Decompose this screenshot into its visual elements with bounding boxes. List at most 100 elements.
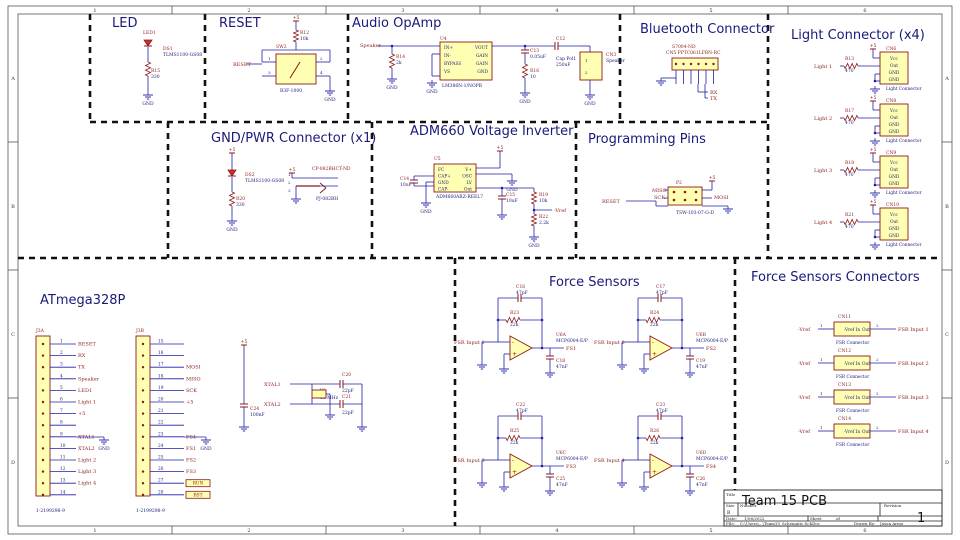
led-icon	[143, 39, 153, 47]
led-part: TLMS1100-GS08	[163, 52, 202, 58]
title-block-label: Revision	[884, 503, 902, 508]
atmega-pin-dot	[41, 493, 45, 496]
force-part: MCP6004-E/P	[696, 456, 728, 462]
gnd-label: GND	[519, 99, 531, 105]
fc-connector-label: FSR Connector	[836, 443, 870, 448]
fc-pin-number: 1	[820, 323, 823, 328]
atmega-pin-dot	[41, 447, 45, 450]
inv-r22-ref: R22	[539, 214, 548, 220]
atmega-pin-dot	[41, 366, 45, 369]
reset-pin: 3	[268, 70, 271, 75]
force-r-val: 22k	[650, 322, 659, 328]
atmega-pin-number: 2	[60, 351, 63, 356]
pwr-jack-pin: 1	[288, 172, 291, 177]
audio-c12-val: 250uF	[556, 62, 571, 68]
inv-c15-val: 10uF	[506, 198, 518, 204]
force-r-ref: R24	[650, 310, 659, 316]
vcc-label: +5	[709, 175, 716, 181]
force-feedback-resistor	[645, 434, 661, 442]
audio-cn-label: Speaker	[606, 58, 626, 64]
force-fsr-net: FSR Input 1	[454, 340, 485, 346]
title-block-label: File:	[726, 521, 735, 526]
force-cfb-ref: C17	[656, 284, 665, 290]
reset-switch-contact	[289, 61, 301, 79]
prog-part: TSW-103-07-G-D	[676, 210, 714, 216]
reset-pullup-resistor	[292, 29, 300, 43]
force-part: MCP6004-E/P	[696, 338, 728, 344]
atmega-pin-dot	[141, 493, 145, 496]
audio-cn-pin: 2	[585, 70, 588, 75]
fc-pin-out: Out	[862, 430, 870, 435]
light-cn-ref: CN6	[886, 46, 896, 52]
atmega-pin-net: +5	[78, 411, 85, 417]
force-cfb-ref: C23	[656, 402, 665, 408]
light-connector-body	[879, 51, 909, 85]
atmega-pin-dot	[141, 447, 145, 450]
vcc-label: +5	[870, 43, 877, 49]
audio-cn-pin: 1	[585, 58, 588, 63]
audio-r16-val: 10	[530, 74, 536, 80]
fc-connector-label: FSR Connector	[836, 409, 870, 414]
gnd-label: GND	[528, 243, 540, 249]
light-pin-name: Out	[890, 64, 898, 69]
light-r-ref: R13	[845, 56, 854, 62]
title-block-label: Sheet	[810, 516, 822, 521]
atmega-pin-number: 21	[158, 409, 164, 414]
atmega-pin-number: 3	[60, 363, 63, 368]
opamp-plus-sign: +	[652, 351, 657, 358]
force-cout-ref: C18	[556, 358, 565, 364]
atmega-pin-number: 23	[158, 432, 164, 437]
force-cout-ref: C19	[696, 358, 705, 364]
gnd-label: GND	[386, 85, 398, 91]
bt-pin	[712, 62, 715, 66]
inv-c14-ref: C14	[400, 176, 409, 182]
led-designator: DS1	[163, 46, 173, 52]
atmega-pin-net: XTAL2	[78, 446, 95, 452]
force-fsr-net: FSR Input 4	[594, 458, 625, 464]
atmega-pin-number: 1	[60, 340, 63, 345]
pwr-r-val: 330	[236, 202, 245, 208]
atmega-pin-net: Light 4	[78, 481, 96, 487]
prog-sck-net: SCK	[654, 195, 665, 201]
border-col-label: 4	[555, 8, 558, 14]
xtal-c21-val: 22pF	[342, 410, 354, 416]
inv-pin-right: Out	[464, 188, 472, 193]
atmega-pin-dot	[141, 377, 145, 380]
junction-dot	[540, 318, 544, 322]
title-block-label: Date:	[726, 516, 737, 521]
inv-r19-val: 10k	[539, 198, 548, 204]
atmega-pin-dot	[141, 424, 145, 427]
border-col-label: 2	[247, 8, 250, 14]
light-net: Light 2	[814, 116, 832, 122]
bt-tx-net: TX	[710, 96, 717, 102]
audio-pin-left: BYPASS	[444, 62, 461, 67]
gnd-label: GND	[142, 101, 154, 107]
force-fs-net: FS3	[566, 464, 576, 470]
vcc-label: +5	[870, 199, 877, 205]
xtal1-net: XTAL1	[264, 382, 281, 388]
inv-pin-left: CAP+	[438, 175, 451, 180]
xtal-c20-val: 22pF	[342, 388, 354, 394]
border-row-label: D	[945, 460, 949, 466]
atmega-pin-net: RUN	[193, 482, 204, 487]
inv-part: ADM660ARZ-REEL7	[435, 194, 483, 200]
opamp-plus-sign: +	[652, 469, 657, 476]
force-r-val: 22k	[650, 440, 659, 446]
force-u-ref: U6A	[556, 332, 567, 338]
audio-pin-right: GND	[477, 70, 488, 75]
junction-dot	[873, 131, 877, 135]
light-net: Light 1	[814, 64, 832, 70]
force-feedback-resistor	[505, 316, 521, 324]
audio-c12-type: Cap Pol1	[556, 56, 576, 62]
bt-pin	[674, 62, 678, 66]
reset-net: RESET	[233, 62, 251, 68]
force-cfb-val: 47pF	[516, 408, 528, 414]
junction-dot	[873, 183, 877, 187]
title-block-revision: 1	[917, 511, 926, 526]
vcc-label: +5	[289, 167, 296, 173]
fc-cn-ref: CN11	[838, 314, 851, 320]
force-r-ref: R23	[510, 310, 519, 316]
atmega-pin-dot	[141, 342, 145, 346]
fc-pin-in: -Vref In	[844, 328, 860, 333]
junction-dot	[636, 436, 640, 440]
